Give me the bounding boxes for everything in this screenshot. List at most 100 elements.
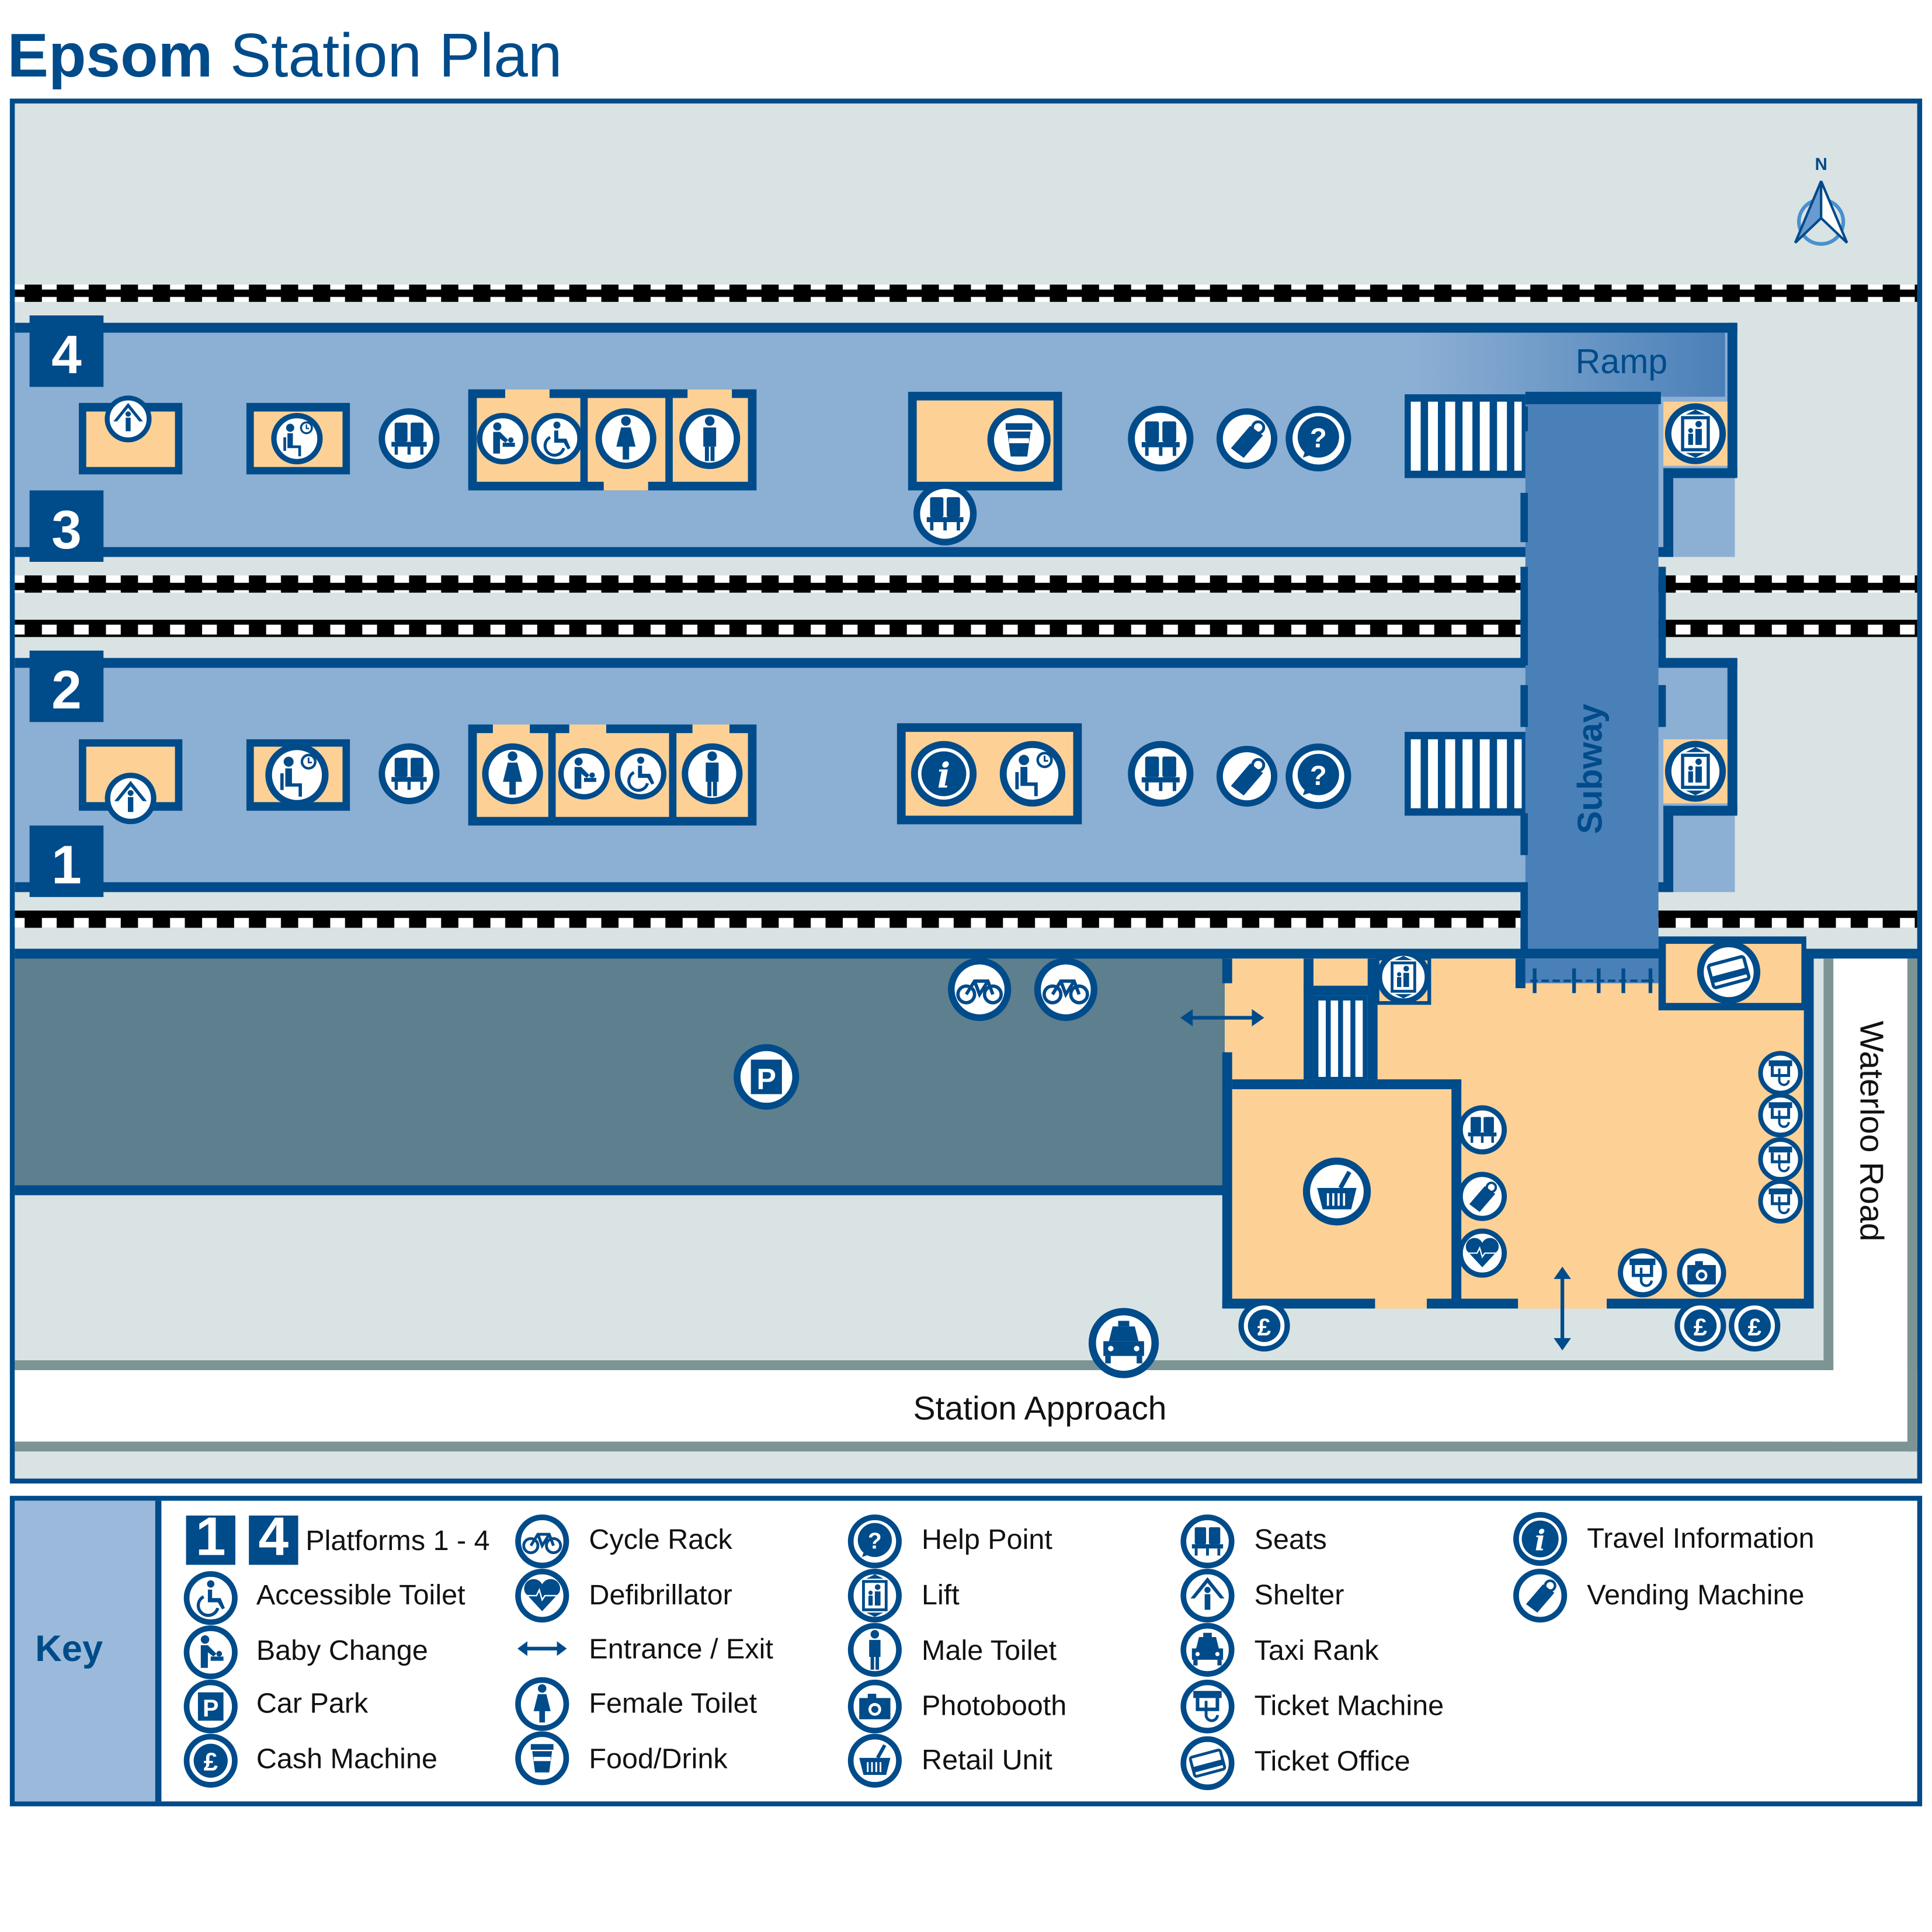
key-item-photobooth: Photobooth: [851, 1683, 1066, 1731]
seats-icon[interactable]: [382, 411, 436, 465]
vending-machine-icon[interactable]: [1460, 1175, 1504, 1218]
male-toilet-icon[interactable]: [685, 746, 739, 801]
vending-machine-icon[interactable]: [1219, 749, 1274, 803]
key-item-ticket-office: Ticket Office: [1183, 1739, 1410, 1787]
key-heading: Key: [35, 1628, 103, 1669]
key-label: Entrance / Exit: [589, 1634, 773, 1665]
ramp-label: Ramp: [1576, 342, 1668, 381]
ticket-office-icon[interactable]: [1700, 944, 1757, 1000]
female-toilet-icon[interactable]: [485, 746, 540, 801]
key-item-ticket-machine: Ticket Machine: [1183, 1683, 1444, 1731]
subway-label: Subway: [1571, 704, 1610, 834]
cash-machine-icon[interactable]: [1677, 1303, 1723, 1349]
baby-change-icon[interactable]: [479, 416, 526, 462]
waiting-room-icon[interactable]: [1003, 745, 1062, 803]
key-item-help-point: Help Point: [851, 1517, 1052, 1565]
key-label: Ticket Machine: [1255, 1690, 1444, 1722]
key-item-travel-information: Travel Information: [1516, 1515, 1814, 1563]
seats-icon[interactable]: [1460, 1108, 1504, 1152]
platform-number-3: 3: [51, 499, 82, 560]
vending-machine-icon[interactable]: [1219, 411, 1274, 465]
accessible-toilet-icon: [187, 1574, 235, 1622]
defibrillator-icon[interactable]: [1460, 1231, 1504, 1275]
ticket-machine-icon[interactable]: [1760, 1053, 1800, 1093]
key-label: Female Toilet: [589, 1687, 757, 1719]
travel-information-icon[interactable]: [915, 745, 973, 803]
key-item-baby-change: Baby Change: [187, 1628, 428, 1676]
retail-unit-icon[interactable]: [1306, 1161, 1367, 1222]
lift-icon[interactable]: [1379, 953, 1427, 1001]
female-toilet-icon[interactable]: [599, 411, 653, 465]
lift-icon[interactable]: [1668, 744, 1722, 798]
baby-change-icon[interactable]: [561, 750, 607, 797]
lift-icon: [851, 1572, 899, 1620]
seats-icon[interactable]: [917, 485, 974, 542]
key-label: Retail Unit: [922, 1745, 1052, 1776]
key-label: Food/Drink: [589, 1743, 728, 1774]
accessible-toilet-icon[interactable]: [618, 750, 664, 797]
shelter-icon[interactable]: [107, 776, 154, 822]
key-item-taxi-rank: Taxi Rank: [1183, 1626, 1379, 1674]
entrance-exit-icon[interactable]: [1554, 1266, 1571, 1351]
platform-badge-3: 3: [29, 490, 104, 562]
waiting-room-icon[interactable]: [269, 747, 325, 804]
key-label: Taxi Rank: [1255, 1635, 1379, 1666]
stairs-platform-3-4[interactable]: [1405, 394, 1526, 478]
ticket-machine-icon[interactable]: [1760, 1139, 1800, 1179]
cash-machine-icon: [187, 1737, 235, 1785]
food-drink-icon: [518, 1734, 566, 1782]
lift-icon[interactable]: [1668, 406, 1722, 461]
cycle-rack-icon[interactable]: [1037, 961, 1094, 1018]
key-item-cycle-rack: Cycle Rack: [518, 1517, 733, 1565]
photobooth-icon[interactable]: [1680, 1251, 1723, 1295]
shelter-icon: [1183, 1572, 1231, 1620]
accessible-toilet-icon[interactable]: [534, 416, 580, 462]
help-point-icon[interactable]: [1289, 747, 1347, 805]
key-item-female-toilet: Female Toilet: [518, 1680, 757, 1728]
key-label: Photobooth: [922, 1690, 1066, 1722]
cycle-rack-icon[interactable]: [951, 961, 1008, 1018]
seats-icon[interactable]: [1131, 409, 1190, 468]
waiting-room-icon[interactable]: [274, 416, 320, 462]
key-item-seats: Seats: [1183, 1517, 1327, 1565]
ticket-machine-icon[interactable]: [1760, 1182, 1800, 1221]
key-label: Cycle Rack: [589, 1524, 732, 1555]
ticket-machine-icon[interactable]: [1760, 1095, 1800, 1135]
food-drink-icon[interactable]: [991, 412, 1047, 468]
car-park-area: [15, 948, 1225, 1196]
ticket-machine-icon: [1183, 1683, 1231, 1731]
taxi-rank-icon[interactable]: [1092, 1312, 1155, 1375]
cash-machine-icon[interactable]: [1732, 1303, 1778, 1349]
waterloo-road-label: Waterloo Road: [1853, 1021, 1891, 1242]
seats-icon[interactable]: [382, 746, 436, 801]
cycle-rack-icon: [518, 1517, 566, 1565]
stairs-platform-1-2[interactable]: [1405, 732, 1526, 816]
platform-badge-2: 2: [29, 650, 104, 722]
vending-machine-icon: [1516, 1572, 1564, 1620]
male-toilet-icon: [851, 1626, 899, 1674]
subway[interactable]: Subway: [1520, 391, 1666, 961]
seats-icon[interactable]: [1131, 745, 1190, 803]
travel-information-icon: [1516, 1515, 1564, 1563]
compass-arrow-right: [1820, 180, 1848, 244]
key-item-car-park: Car Park: [187, 1683, 369, 1731]
cash-machine-icon[interactable]: [1241, 1303, 1287, 1349]
key-item-platforms: 1 4 Platforms 1 - 4: [186, 1506, 490, 1566]
key-label: Vending Machine: [1587, 1579, 1804, 1611]
station-approach-label: Station Approach: [913, 1389, 1167, 1427]
ticket-machine-icon[interactable]: [1621, 1251, 1665, 1295]
key-label: Defibrillator: [589, 1579, 732, 1611]
key-item-entrance-exit: Entrance / Exit: [517, 1634, 773, 1665]
male-toilet-icon[interactable]: [683, 411, 737, 465]
key-item-retail-unit: Retail Unit: [851, 1737, 1052, 1785]
key-label: Shelter: [1255, 1579, 1344, 1611]
key-label: Accessible Toilet: [256, 1579, 465, 1611]
entrance-exit-icon[interactable]: [1180, 1009, 1264, 1027]
defibrillator-icon: [518, 1572, 566, 1620]
help-point-icon[interactable]: [1289, 409, 1347, 468]
shelter-icon[interactable]: [107, 398, 150, 440]
compass: N: [1794, 155, 1848, 246]
car-park-icon[interactable]: [737, 1048, 795, 1106]
